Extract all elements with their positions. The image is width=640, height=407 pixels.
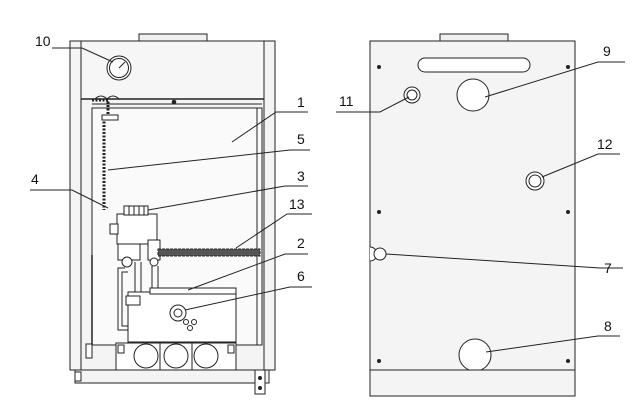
back-view <box>369 33 576 397</box>
callout-2: 2 <box>297 235 305 251</box>
capillary-tube <box>92 98 110 210</box>
front-flue-collar <box>138 33 208 42</box>
leader-lines <box>30 47 625 353</box>
gas-valve <box>109 205 161 268</box>
flue-outlet <box>456 78 490 112</box>
back-flue-collar <box>439 33 509 42</box>
top-slot <box>417 57 531 73</box>
callout-4: 4 <box>31 171 39 187</box>
callout-9: 9 <box>603 43 611 59</box>
callout-13: 13 <box>289 196 305 212</box>
callout-10: 10 <box>35 33 51 49</box>
callout-3: 3 <box>297 168 305 184</box>
callout-5: 5 <box>297 131 305 147</box>
callout-11: 11 <box>339 93 354 109</box>
front-view <box>69 33 276 395</box>
callout-7: 7 <box>604 260 612 276</box>
callout-6: 6 <box>297 268 305 284</box>
gas-pipe <box>157 248 261 257</box>
callout-8: 8 <box>604 318 612 334</box>
back-screws <box>377 65 570 363</box>
front-plinth <box>74 369 270 384</box>
callout-12: 12 <box>597 136 613 152</box>
air-intake <box>458 338 492 372</box>
thermometer-gauge <box>106 55 132 81</box>
burner-rollers <box>115 342 237 371</box>
callout-1: 1 <box>297 94 305 110</box>
